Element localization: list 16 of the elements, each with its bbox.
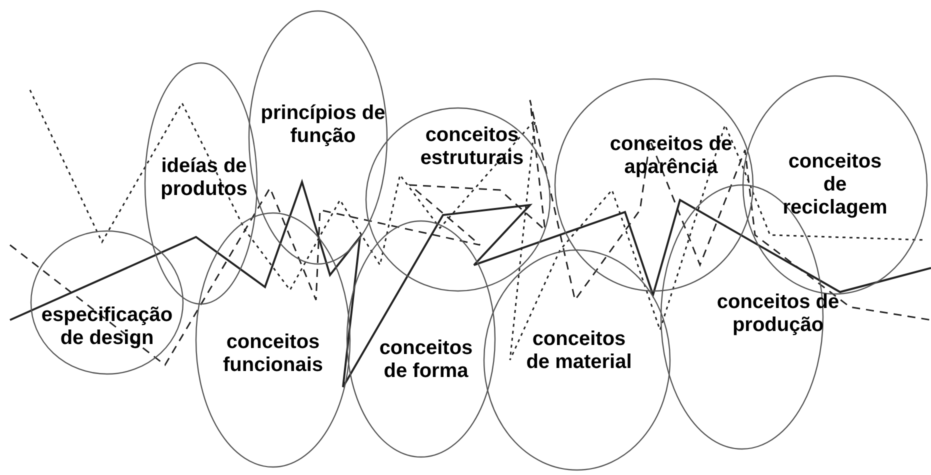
concept-ellipse bbox=[483, 249, 671, 471]
concept-label: conceitos estruturais bbox=[419, 124, 525, 170]
concept-label: conceitos de material bbox=[525, 328, 633, 374]
concept-ellipse bbox=[195, 212, 351, 468]
concept-ellipse bbox=[30, 230, 184, 375]
concept-ellipse bbox=[248, 10, 388, 265]
concept-ellipse bbox=[144, 62, 258, 305]
concept-label: especificação de design bbox=[40, 304, 174, 350]
concept-label: conceitos de aparência bbox=[608, 133, 734, 179]
concept-label: princípios de função bbox=[260, 102, 386, 148]
concept-label: conceitos de forma bbox=[378, 337, 474, 383]
concept-label: conceitos funcionais bbox=[222, 331, 324, 377]
concept-ellipse bbox=[346, 220, 496, 458]
concept-ellipse bbox=[554, 78, 754, 292]
concept-ellipse bbox=[742, 75, 928, 295]
concept-label: ideías de produtos bbox=[160, 155, 248, 201]
